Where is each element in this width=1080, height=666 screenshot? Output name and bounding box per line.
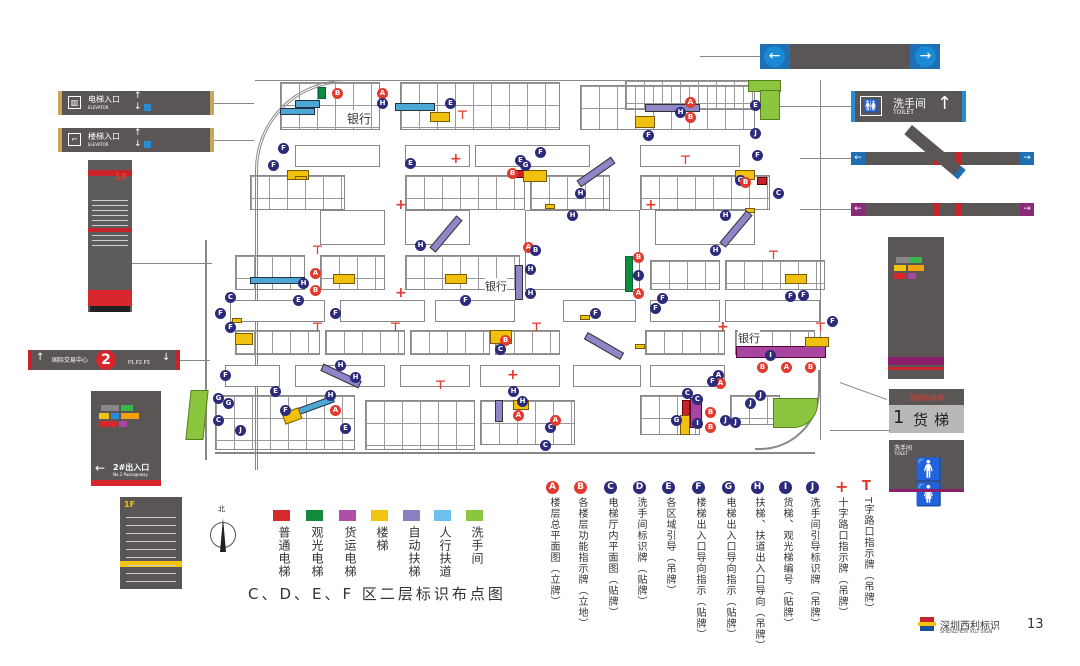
brand-name: 深圳西利标识 <box>940 621 1000 632</box>
north-arrow-icon <box>220 518 226 552</box>
stairs-icon: ⌐ <box>68 133 81 146</box>
marker-b: B <box>332 88 343 99</box>
exit-title: 2#出入口 <box>113 463 150 472</box>
arrow-down-icon: ↓ <box>134 139 142 149</box>
sign-title: 楼梯入口 <box>88 132 120 141</box>
swatch-escalator <box>403 510 420 521</box>
arrow-up-icon: ↑ <box>134 91 142 101</box>
toilet-hanging-sign: 🚻 洗手间 TOILET ↑ <box>851 91 966 122</box>
brand-logo <box>918 617 936 631</box>
toilet-wall-sign: 洗手间 TOILET 🚹🚺 <box>889 440 964 508</box>
parking-icon <box>144 141 151 148</box>
sign-subtitle: ELEVATOR <box>88 105 109 110</box>
swatch-lift <box>273 510 290 521</box>
floor-label: 1F <box>124 500 136 509</box>
swatch-walkway <box>434 510 451 521</box>
exit-subtitle: No.2 Passageway <box>113 472 148 477</box>
elevator-entrance-sign: ▥ 电梯入口 ELEVATOR ↑ ↓ <box>58 91 214 115</box>
exit-map-sign: ← 2#出入口 No.2 Passageway <box>91 391 161 486</box>
toilet-title: 洗手间 <box>894 445 913 452</box>
toilet-subtitle: TOILET <box>894 451 908 456</box>
brand-label: 国际贸易城 <box>909 394 944 402</box>
stair-entrance-sign: ⌐ 楼梯入口 ELEVATOR ↑ ↓ <box>58 128 214 152</box>
floor-plan: 银行 银行 银行 A B H E E F F <box>185 60 845 470</box>
directional-hanging-sign: ← → <box>760 44 940 69</box>
floor-2-hanging-sign: ↑ 国际交易中心 2 P1.P2.P3 ↓ <box>28 350 180 370</box>
arrow-down-icon: ↓ <box>162 352 171 363</box>
arrow-up-icon: ↑ <box>937 93 953 114</box>
swatch-view-lift <box>306 510 323 521</box>
arrow-left-icon: ← <box>764 46 785 67</box>
sign-subtitle: ELEVATOR <box>88 142 109 147</box>
bank-label: 银行 <box>738 330 760 346</box>
north-label: 北 <box>218 505 225 513</box>
swatch-stairs <box>371 510 388 521</box>
arrow-left-icon: ← <box>95 461 106 475</box>
arrow-down-icon: ↓ <box>134 102 142 112</box>
floor-label: 1F <box>114 172 128 183</box>
male-female-icon: 🚹🚺 <box>915 458 943 508</box>
swatch-toilet <box>466 510 483 521</box>
destination-label: 国际交易中心 <box>52 357 89 364</box>
cargo-lift-sign: 国际贸易城 1 货梯 <box>889 389 964 433</box>
toilet-icon: 🚻 <box>860 96 882 116</box>
swatch-cargo-lift <box>339 510 356 521</box>
arrow-right-icon: → <box>915 46 936 67</box>
floor-index-sign: 1F <box>120 497 182 589</box>
bank-label: 银行 <box>485 278 507 294</box>
lift-number: 1 <box>893 407 905 428</box>
arrow-up-icon: ↑ <box>134 128 142 138</box>
floor-directory-totem: 1F <box>88 160 132 312</box>
floor-map-totem <box>888 237 944 379</box>
brand-name-en: SHENZHEN XILI SIGN <box>940 629 993 635</box>
parking-levels: P1.P2.P3 <box>128 360 150 366</box>
elevator-icon: ▥ <box>68 96 81 109</box>
page-title: C、D、E、F 区二层标识布点图 <box>248 585 506 603</box>
page-number: 13 <box>1027 617 1044 632</box>
parking-icon <box>144 104 151 111</box>
toilet-subtitle: TOILET <box>893 109 914 116</box>
marker-a: A <box>377 88 388 99</box>
lift-label: 货梯 <box>913 411 956 429</box>
crossroad-sign-purple: ← → <box>851 203 1034 216</box>
bank-label: 银行 <box>347 110 372 127</box>
toilet-title: 洗手间 <box>893 97 926 110</box>
sign-title: 电梯入口 <box>88 95 120 104</box>
arrow-up-icon: ↑ <box>36 352 45 363</box>
north-compass: 北 <box>208 504 238 554</box>
floor-number-badge: 2 <box>96 350 116 370</box>
